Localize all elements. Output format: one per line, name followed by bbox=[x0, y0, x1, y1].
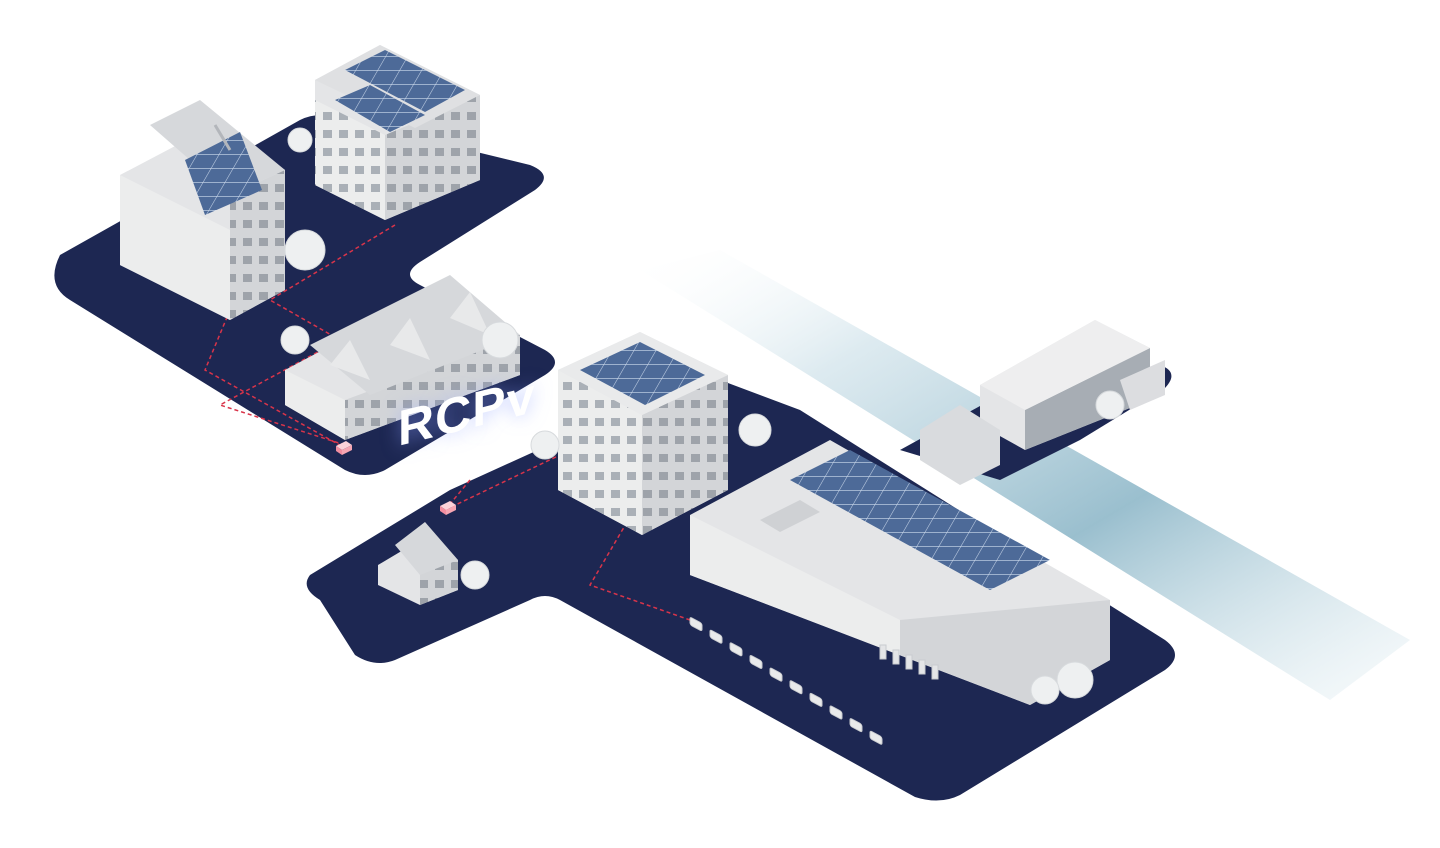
house-apartment-left bbox=[120, 100, 285, 320]
hydro-station bbox=[920, 320, 1165, 485]
parking-lot bbox=[689, 617, 883, 745]
river bbox=[640, 250, 1410, 700]
apartment-block-top bbox=[315, 45, 480, 220]
office-tower bbox=[558, 332, 728, 535]
meter-box-icon bbox=[336, 441, 352, 455]
factory bbox=[690, 440, 1110, 705]
small-house bbox=[378, 522, 458, 605]
meter-box-icon bbox=[440, 501, 456, 515]
row-houses bbox=[285, 275, 520, 440]
tree-icon bbox=[280, 127, 1125, 705]
signs bbox=[879, 644, 939, 680]
